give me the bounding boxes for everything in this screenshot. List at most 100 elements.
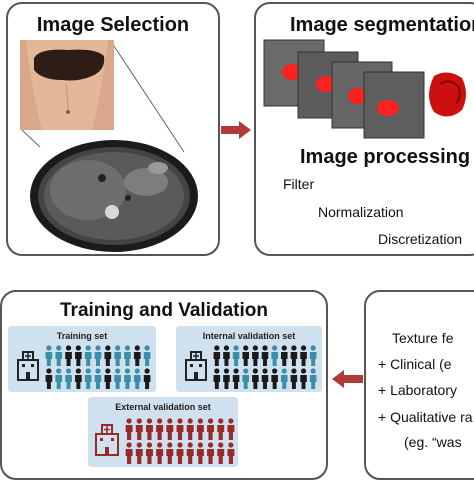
- person-icon: [300, 345, 307, 366]
- features-line-2: + Clinical (e: [378, 356, 452, 372]
- person-icon: [227, 418, 235, 440]
- person-icon: [261, 368, 269, 389]
- person-icon: [252, 368, 259, 389]
- features-box: [364, 290, 474, 480]
- person-icon: [213, 345, 221, 366]
- abdomen-photo: [20, 40, 114, 130]
- training-set-label: Training set: [56, 331, 108, 341]
- person-icon: [186, 442, 194, 464]
- person-icon: [104, 345, 112, 366]
- person-icon: [271, 345, 278, 366]
- features-line-4: + Qualitative ra: [378, 409, 473, 425]
- person-icon: [213, 368, 221, 389]
- person-icon: [114, 368, 121, 389]
- person-icon: [227, 442, 235, 464]
- person-icon: [65, 345, 72, 366]
- person-icon: [124, 368, 131, 389]
- person-icon: [114, 345, 121, 366]
- person-icon: [45, 368, 53, 389]
- person-icon: [176, 442, 184, 464]
- person-icon: [125, 442, 133, 464]
- person-icon: [135, 418, 143, 440]
- person-icon: [290, 368, 298, 389]
- hospital-icon-red: [95, 424, 119, 456]
- person-icon: [232, 345, 240, 366]
- person-icon: [94, 368, 102, 389]
- person-icon: [309, 345, 317, 366]
- person-icon: [133, 368, 141, 389]
- arrow-right-icon: [221, 121, 251, 139]
- external-validation-label: External validation set: [115, 402, 211, 412]
- person-icon: [207, 442, 215, 464]
- hospital-icon: [185, 351, 207, 381]
- person-icon: [55, 368, 63, 389]
- features-line-5: (eg. “was: [404, 434, 462, 450]
- person-icon: [104, 368, 112, 389]
- training-people-group: [45, 345, 151, 389]
- person-icon: [75, 345, 82, 366]
- person-icon: [223, 368, 230, 389]
- arrow-left-icon: [332, 370, 363, 388]
- person-icon: [143, 345, 151, 366]
- person-icon: [232, 368, 240, 389]
- person-icon: [271, 368, 278, 389]
- features-line-1: Texture fe: [392, 330, 454, 346]
- external-people-group: [125, 418, 235, 464]
- person-icon: [133, 345, 141, 366]
- segmentation-slices: [263, 39, 425, 139]
- person-icon: [45, 345, 53, 366]
- hospital-icon: [17, 351, 39, 381]
- person-icon: [280, 345, 288, 366]
- person-icon: [94, 345, 102, 366]
- person-icon: [196, 418, 204, 440]
- zoom-lines: [21, 45, 185, 153]
- person-icon: [280, 368, 288, 389]
- image-segmentation-title: Image segmentation: [290, 14, 474, 36]
- person-icon: [309, 368, 317, 389]
- person-icon: [186, 418, 194, 440]
- person-icon: [125, 418, 133, 440]
- person-icon: [217, 442, 225, 464]
- person-icon: [143, 368, 151, 389]
- training-set-panel: Training set: [8, 326, 156, 392]
- person-icon: [242, 345, 250, 366]
- image-processing-title: Image processing: [300, 146, 471, 168]
- internal-people-group: [213, 345, 317, 389]
- person-icon: [166, 442, 174, 464]
- seg-slice-4: [363, 71, 425, 139]
- person-icon: [145, 418, 153, 440]
- person-icon: [290, 345, 298, 366]
- person-icon: [196, 442, 204, 464]
- processing-step-discretization: Discretization: [378, 231, 463, 247]
- processing-step-normalization: Normalization: [318, 204, 404, 220]
- person-icon: [176, 418, 184, 440]
- person-icon: [252, 345, 259, 366]
- image-selection-title: Image Selection: [36, 14, 190, 36]
- person-icon: [217, 418, 225, 440]
- features-line-3: + Laboratory: [378, 382, 457, 398]
- person-icon: [223, 345, 230, 366]
- training-validation-title: Training and Validation: [60, 300, 268, 321]
- person-icon: [300, 368, 307, 389]
- liver-shape: [34, 49, 105, 81]
- person-icon: [156, 442, 164, 464]
- person-icon: [135, 442, 143, 464]
- person-icon: [166, 418, 174, 440]
- person-icon: [261, 345, 269, 366]
- external-validation-panel: External validation set: [88, 397, 238, 467]
- internal-validation-label: Internal validation set: [202, 331, 296, 341]
- person-icon: [145, 442, 153, 464]
- mri-slice: [30, 140, 198, 252]
- segmented-volume-3d: [429, 72, 466, 117]
- person-icon: [242, 368, 250, 389]
- person-icon: [55, 345, 63, 366]
- person-icon: [207, 418, 215, 440]
- person-icon: [156, 418, 164, 440]
- person-icon: [75, 368, 82, 389]
- processing-step-filter: Filter: [283, 176, 315, 192]
- person-icon: [124, 345, 131, 366]
- person-icon: [84, 368, 92, 389]
- person-icon: [84, 345, 92, 366]
- internal-validation-panel: Internal validation set: [176, 326, 322, 392]
- person-icon: [65, 368, 72, 389]
